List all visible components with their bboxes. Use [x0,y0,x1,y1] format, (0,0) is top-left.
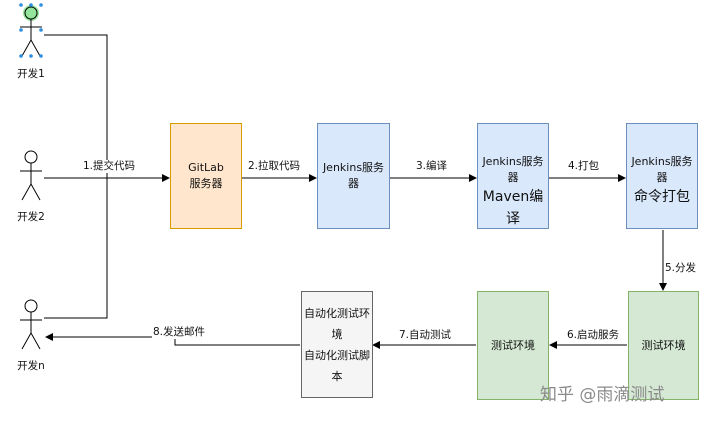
edge-1-label: 1.提交代码 [82,160,137,173]
node-auto-test-line1: 自动化测试环境 [304,306,370,341]
actor-dev2-figure[interactable] [20,150,42,201]
edge-3-label: 3.编译 [415,160,449,173]
node-test-env-right[interactable]: 测试环境 [628,291,699,400]
node-jenkins-maven[interactable]: Jenkins服务器 Maven编译 [477,123,549,229]
node-gitlab-server[interactable]: GitLab 服务器 [170,123,242,229]
actor-dev1-label: 开发1 [17,68,45,80]
actor-devn-figure[interactable] [20,299,42,350]
node-jenkins-pack-line1: Jenkins服务器 [631,155,693,184]
edge-2-label: 2.拉取代码 [247,160,302,173]
node-test-env-left-label: 测试环境 [491,338,535,352]
node-jenkins-maven-line1: Jenkins服务器 [482,155,544,184]
node-test-env-left[interactable]: 测试环境 [477,291,549,400]
edge-4-label: 4.打包 [567,160,601,173]
node-auto-test-line2: 自动化测试脚本 [304,348,370,383]
edge-8-label: 8.发送邮件 [152,326,207,339]
edge-8[interactable] [45,333,300,346]
node-jenkins-pack-line2: 命令打包 [634,189,690,205]
node-jenkins-server[interactable]: Jenkins服务器 [317,123,390,229]
node-gitlab-line2: 服务器 [189,177,223,190]
edge-devn-trunk[interactable] [44,178,108,319]
selection-handles[interactable] [19,3,43,58]
actor-dev2-label: 开发2 [17,211,45,223]
edge-7-label: 7.自动测试 [398,329,453,342]
node-gitlab-line1: GitLab [188,161,224,174]
watermark-text: 知乎 @雨滴测试 [540,385,665,405]
edge-6-label: 6.启动服务 [566,329,621,342]
node-auto-test[interactable]: 自动化测试环境 自动化测试脚本 [301,291,373,398]
node-jenkins-line1: Jenkins服务器 [322,161,385,190]
actor-dev1-figure[interactable] [20,6,42,57]
actor-devn-label: 开发n [17,360,45,372]
node-jenkins-pack[interactable]: Jenkins服务器 命令打包 [626,123,698,229]
node-test-env-right-label: 测试环境 [641,338,686,352]
node-jenkins-maven-line2: Maven编译 [482,189,544,227]
edge-5-label: 5.分发 [664,262,698,275]
edge-dev1-trunk[interactable] [44,34,108,178]
